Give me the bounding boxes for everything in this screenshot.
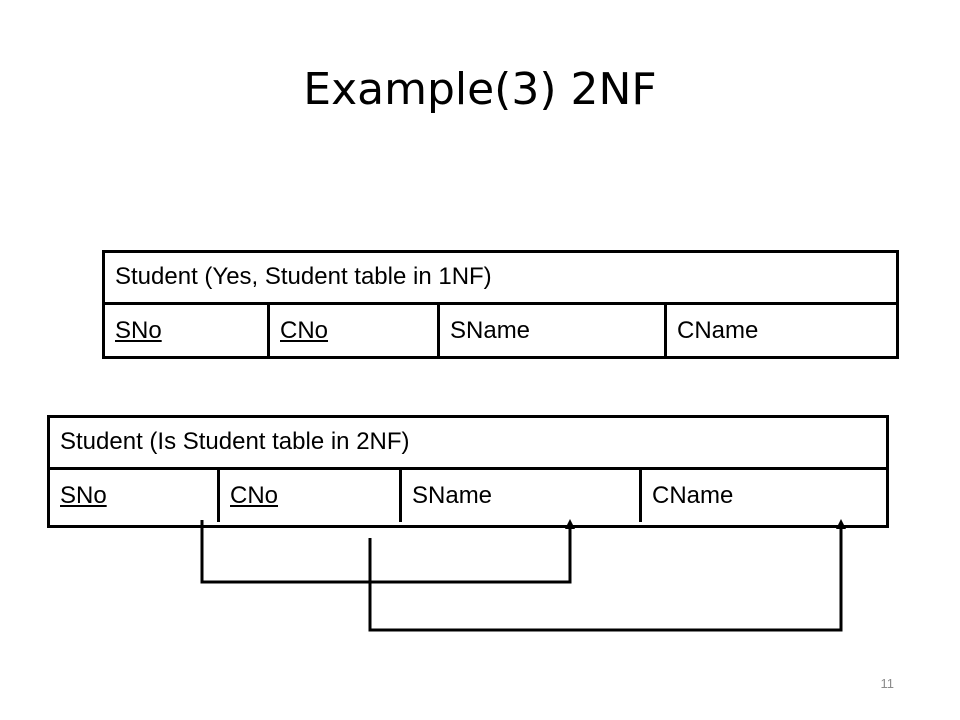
arrowhead-sname [565,519,575,529]
attribute-label: SName [450,317,531,344]
attribute-cell-cno: CNo [220,470,402,522]
attribute-cell-cname: CName [667,305,896,357]
attribute-row-2nf: SNo CNo SName CName [50,470,886,522]
attribute-cell-sno: SNo [50,470,220,522]
attribute-label: SNo [115,317,162,344]
attribute-label: CNo [280,317,329,344]
attribute-label: CName [652,482,734,509]
attribute-cell-sname: SName [402,470,642,522]
attribute-cell-sname: SName [440,305,667,357]
arrowhead-cname [836,519,846,529]
attribute-label: SNo [60,482,107,509]
relation-caption-1nf: Student (Yes, Student table in 1NF) [105,253,896,305]
attribute-label: CName [677,317,759,344]
attribute-cell-sno: SNo [105,305,270,357]
attribute-cell-cname: CName [642,470,886,522]
attribute-cell-cno: CNo [270,305,440,357]
slide-title: Example(3) 2NF [303,64,657,115]
dependency-arrow-sno-sname [200,520,572,584]
dependency-arrow-cno-cname [368,528,843,632]
attribute-row-1nf: SNo CNo SName CName [105,305,896,357]
attribute-label: SName [412,482,493,509]
attribute-label: CNo [230,482,279,509]
slide-number: 11 [880,676,895,691]
relation-table-1nf: Student (Yes, Student table in 1NF) SNo … [102,250,899,359]
relation-table-2nf: Student (Is Student table in 2NF) SNo CN… [47,415,889,528]
relation-caption-2nf: Student (Is Student table in 2NF) [50,418,886,470]
